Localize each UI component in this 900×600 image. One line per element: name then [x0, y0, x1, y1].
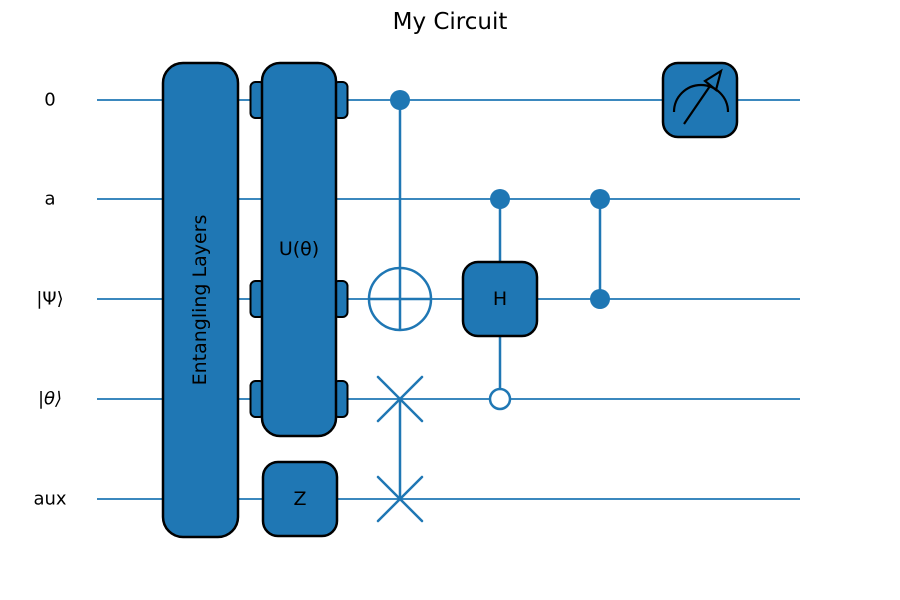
- entangling-layers-box: [161, 61, 240, 539]
- wire-aux: aux: [33, 489, 800, 510]
- z-box: [261, 460, 339, 538]
- wire-0-label: 0: [44, 90, 55, 111]
- wire-psi-label: |Ψ⟩: [36, 289, 63, 310]
- gate-controlled-h: H: [461, 189, 539, 411]
- swap-x-top-stroke2: [376, 375, 424, 423]
- h-box: [461, 260, 539, 338]
- measurement-needle-icon: [683, 85, 711, 125]
- u-theta-box: [260, 61, 338, 438]
- gate-swap: [376, 375, 424, 523]
- wire-aux-label: aux: [33, 489, 66, 510]
- gate-cnot: [367, 90, 433, 332]
- cz-control-dot-a: [590, 189, 610, 209]
- measurement-arrowhead-icon: [703, 68, 723, 92]
- controlled-h-open-control-circle: [488, 387, 512, 411]
- controlled-h-control-dot: [490, 189, 510, 209]
- gate-cz: [590, 189, 610, 309]
- gate-z: Z: [261, 460, 339, 538]
- cz-control-dot-psi: [590, 289, 610, 309]
- wire-theta: |θ⟩: [38, 389, 800, 410]
- gate-u-theta: U(θ): [249, 61, 349, 438]
- swap-x-bottom-stroke2: [376, 475, 424, 523]
- wire-a-label: a: [44, 189, 55, 210]
- entangling-layers-label: Entangling Layers: [189, 215, 211, 386]
- h-label: H: [493, 288, 507, 310]
- gate-entangling-layers: Entangling Layers: [161, 61, 240, 539]
- u-theta-label: U(θ): [279, 238, 319, 260]
- wire-theta-label: |θ⟩: [38, 389, 62, 410]
- cnot-control-dot: [390, 90, 410, 110]
- gate-measurement: [661, 61, 739, 139]
- measurement-gauge-arc-icon: [672, 83, 730, 113]
- z-label: Z: [293, 488, 306, 510]
- wire-a: a: [44, 189, 800, 210]
- circuit-title: My Circuit: [393, 9, 508, 35]
